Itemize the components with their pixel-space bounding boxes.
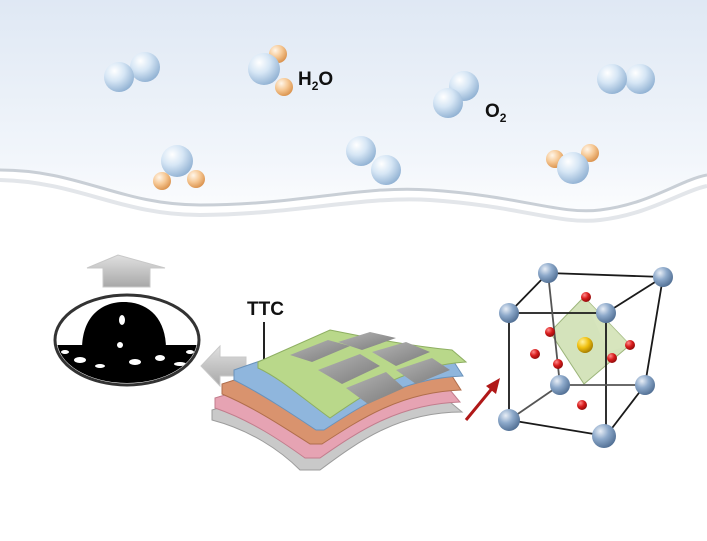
electrode-pad	[372, 342, 430, 366]
upward-arrow-icon	[86, 254, 166, 288]
oxygen-molecule-icon	[597, 64, 655, 94]
oxygen-formula-label: O2	[485, 101, 507, 125]
water-molecule-icon	[153, 145, 205, 190]
octahedron-face	[584, 297, 630, 352]
water-formula-main: H	[298, 69, 312, 90]
water-droplet-contact-angle-icon	[53, 293, 201, 387]
oxygen-formula-main: O	[485, 101, 500, 122]
perovskite-crystal-icon	[498, 263, 673, 448]
water-molecule-icon	[248, 45, 293, 96]
solar-cell-layer-stack	[211, 329, 468, 471]
red-arrow-icon	[464, 378, 500, 421]
svg-text:O2: O2	[485, 101, 507, 125]
electrode-pad	[338, 332, 396, 350]
water-formula-label: H2O	[298, 69, 333, 93]
atmosphere-boundary-shadow	[0, 178, 707, 223]
water-molecule-icon	[546, 144, 599, 184]
electrode-pad	[346, 372, 404, 404]
oxygen-molecule-icon	[104, 52, 160, 92]
oxygen-formula-subscript: 2	[500, 111, 507, 125]
ttc-label: TTC	[247, 299, 284, 320]
oxygen-molecule-icon	[346, 136, 401, 185]
electrode-pad	[318, 354, 380, 384]
water-formula-subscript: 2	[312, 79, 319, 93]
electrode-pad	[396, 358, 450, 384]
water-formula-tail: O	[318, 69, 333, 90]
atmosphere-boundary-line	[0, 168, 707, 213]
svg-text:H2O: H2O	[298, 69, 333, 93]
electrode-pad	[290, 340, 350, 362]
oxygen-molecule-icon	[433, 71, 479, 118]
